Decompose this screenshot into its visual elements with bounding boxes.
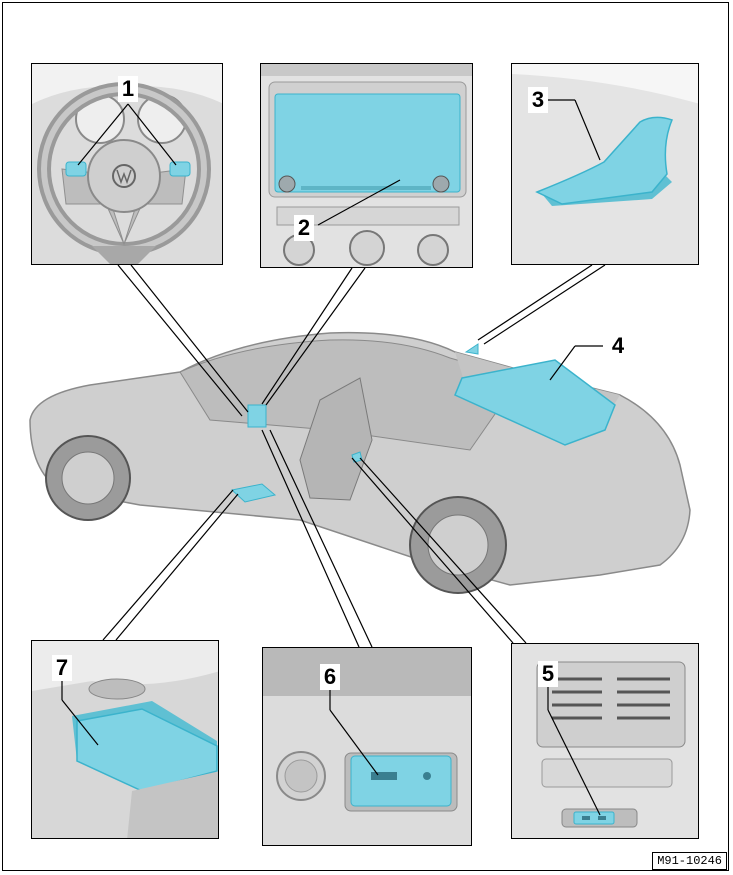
callout-1: 1 (118, 76, 138, 102)
callout-3: 3 (528, 87, 548, 113)
center-display (247, 404, 267, 428)
callout-7: 7 (52, 655, 72, 681)
callout-2: 2 (294, 215, 314, 241)
phone-box-illustration (32, 641, 218, 838)
reference-code: M91-10246 (652, 852, 727, 870)
rear-console-illustration (512, 644, 698, 838)
leader-lines (61, 99, 606, 816)
rear-window-antenna (454, 359, 616, 446)
callout-5: 5 (538, 661, 558, 687)
callout-4: 4 (608, 333, 628, 359)
panel-usb (262, 647, 472, 846)
panel-rear-console (511, 643, 699, 839)
roof-antenna (464, 343, 479, 355)
usb-illustration (263, 648, 471, 845)
display-illustration (261, 64, 472, 267)
driver-seat (299, 377, 373, 501)
panel-antenna (511, 63, 699, 265)
console-box (230, 483, 277, 503)
callout-6: 6 (320, 664, 340, 690)
panel-display (260, 63, 473, 268)
